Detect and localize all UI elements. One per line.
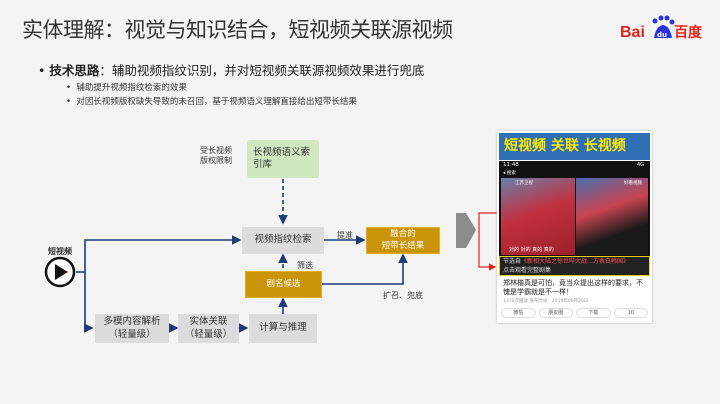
svg-text:百度: 百度 (674, 24, 703, 41)
edge-label-filter: 筛选 (297, 261, 313, 270)
main-bullet: • 技术思路：辅助视频指纹识别，并对短视频关联源视频效果进行兜底 (38, 63, 425, 78)
share-moments-button[interactable]: 朋友圈 (538, 308, 573, 318)
phone-screenshot: 短视频 关联 长视频 11:48 4G ◂ 搜索 江苏卫视 好看视频 对的 对的… (497, 131, 652, 323)
chevron-arrow-icon (456, 213, 476, 248)
play-icon (44, 256, 76, 288)
caption-prefix: 节选自 (503, 258, 522, 265)
channel-right: 好看视频 (624, 181, 642, 186)
status-signal: 4G (636, 162, 644, 168)
status-time: 11:48 (503, 162, 519, 168)
back-link[interactable]: ◂ 搜索 (503, 171, 516, 176)
candidate-box: 剧名候选 (245, 271, 322, 298)
sub-bullet-text: 辅助提升视频指纹检索的效果 (76, 83, 187, 93)
reasoning-box: 计算与推理 (249, 314, 317, 343)
svg-text:Bai: Bai (620, 24, 645, 41)
video-frame-right (576, 178, 648, 255)
video-headline: 郑林楷真是可怕，竟当众提出这样的要求，不愧是学霸就是不一样！ (503, 279, 643, 297)
edge-label-precision: 提准 (337, 231, 353, 240)
sub-bullet: • 对因长视频版权缺失导致的未召回，基于视频语义理解直接给出短带长结果 (66, 97, 357, 107)
channel-left: 江苏卫视 (515, 181, 533, 186)
bullet-bold: 技术思路 (49, 63, 100, 78)
sub-bullet-text: 对因长视频版权缺失导致的未召回，基于视频语义理解直接给出短带长结果 (76, 97, 357, 107)
phone-banner: 短视频 关联 长视频 (499, 133, 650, 160)
entity-link-box: 实体关联 （轻量级） (178, 314, 239, 343)
content-parse-box: 多模内容解析 （轻量级） (95, 314, 169, 343)
download-button[interactable]: 下载 (576, 308, 611, 318)
svg-text:du: du (657, 31, 667, 39)
action-bar: 微信 朋友圈 下载 10 (501, 308, 648, 318)
semantic-index-box: 长视频语义索引库 (247, 140, 319, 178)
caption-suffix[interactable]: 点击观看完整剧集 (503, 266, 552, 274)
fused-result-box: 融合的 短带长结果 (366, 227, 440, 254)
input-label: 短视频 (48, 247, 72, 256)
edge-label-recall: 扩召、兜底 (383, 291, 423, 300)
caption-link[interactable]: 《新相大陆之惊世哔大战…方表白韩国》 (521, 258, 630, 265)
fingerprint-search-box: 视频指纹检索 (242, 227, 324, 254)
source-caption[interactable]: 节选自《新相大陆之惊世哔大战…方表白韩国》点击观看完整剧集 (499, 256, 650, 276)
restriction-label: 受长视频 版权限制 (200, 146, 232, 166)
baidu-logo: Bai du 百度 (620, 15, 703, 41)
share-wechat-button[interactable]: 微信 (501, 308, 536, 318)
sub-bullet: • 辅助提升视频指纹检索的效果 (66, 83, 187, 93)
video-frame-left (501, 178, 575, 255)
video-meta: 1170次播放 发布时间：2019年06月20日 (503, 299, 589, 304)
video-subtitle: 对的 对的 真的 真的 (509, 247, 554, 253)
page-title: 实体理解：视觉与知识结合，短视频关联源视频 (22, 18, 453, 42)
like-button[interactable]: 10 (613, 308, 648, 318)
bullet-text: ：辅助视频指纹识别，并对短视频关联源视频效果进行兜底 (99, 63, 425, 78)
